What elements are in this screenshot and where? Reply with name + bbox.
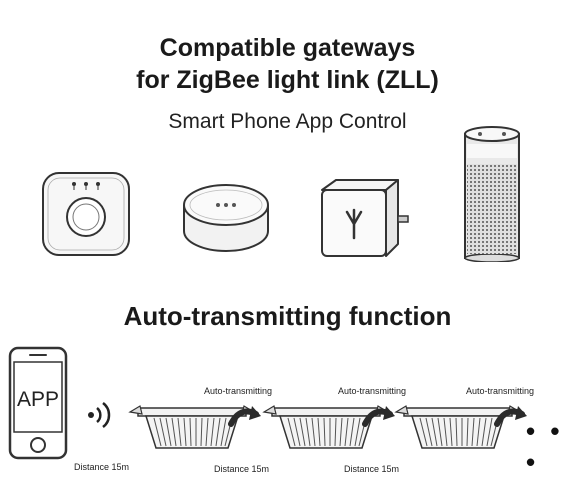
- subtitle: Smart Phone App Control: [168, 110, 407, 133]
- distance-label-2: Distance 15m: [214, 464, 270, 474]
- auto-transmitting-label-3: Auto-transmitting: [466, 386, 535, 396]
- ellipsis: • • •: [526, 416, 564, 477]
- auto-transmitting-label-2: Auto-transmitting: [338, 386, 407, 396]
- curved-arrow-icon-1: [228, 402, 262, 428]
- downlight-1: [128, 404, 256, 454]
- curved-arrow-icon-2: [362, 402, 396, 428]
- wireless-signal-icon: [86, 400, 114, 430]
- smart-speaker-icon: [461, 124, 523, 262]
- distance-label-3: Distance 15m: [344, 464, 400, 474]
- round-hub-icon: [180, 183, 272, 255]
- phone-screen-text: APP: [16, 388, 60, 411]
- section-title: Auto-transmitting function: [123, 301, 452, 331]
- curved-arrow-icon-3: [494, 402, 528, 428]
- distance-label-1: Distance 15m: [74, 462, 130, 472]
- title-line-1: Compatible gateways: [159, 34, 416, 62]
- title-line-2: for ZigBee light link (ZLL): [136, 66, 439, 94]
- plug-hub-icon: [314, 176, 414, 260]
- phone-icon: [8, 346, 68, 460]
- auto-transmitting-label-1: Auto-transmitting: [204, 386, 273, 396]
- bridge-hub-icon: [40, 170, 132, 258]
